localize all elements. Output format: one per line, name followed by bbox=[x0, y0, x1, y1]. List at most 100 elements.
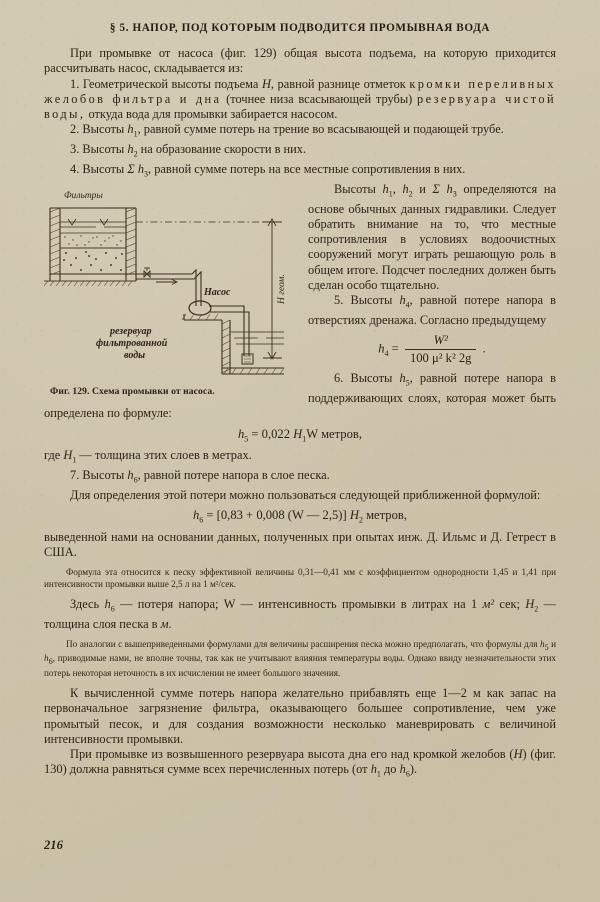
formula-h6-sub: 6 bbox=[199, 515, 204, 525]
item1-part-d: откуда вода для промывки забирается насо… bbox=[85, 107, 338, 122]
subscript-4: 4 bbox=[405, 300, 410, 310]
item3-part-b: на образование скорости в них. bbox=[137, 142, 307, 157]
variable-h4: h bbox=[399, 293, 406, 308]
subscript-5: 5 bbox=[405, 378, 410, 388]
figure-caption-text: Схема промывки от насоса. bbox=[89, 385, 215, 397]
flow-arrow-icon bbox=[156, 278, 179, 285]
formula-h4-trailing-period: . bbox=[482, 341, 486, 356]
small-variable-h6: h bbox=[44, 653, 49, 664]
figure-svg: Фильтры Насос резервуар фильтрованной во… bbox=[44, 191, 287, 375]
small-note-2-mid: и bbox=[548, 639, 556, 650]
foot-valve-strainer bbox=[241, 353, 254, 365]
paragraph-item-10: выведенной нами на основании данных, пол… bbox=[44, 530, 556, 561]
item2-part-b: , равной сумме потерь на трение во всасы… bbox=[137, 122, 504, 137]
item4-part-b: , равной сумме потерь на все местные соп… bbox=[148, 162, 466, 177]
subscript-range-start: 1 bbox=[376, 769, 381, 779]
formula-h6-lhs: h bbox=[192, 508, 200, 523]
figure-caption: Фиг. 129. Схема промывки от насоса. bbox=[44, 386, 294, 397]
item9-text: Для определения этой потери можно пользо… bbox=[70, 487, 541, 502]
ground-hatching-left bbox=[44, 280, 136, 286]
item11-part-b: — потеря напора; W — интенсивность промы… bbox=[114, 597, 483, 612]
small-note-1-text: Формула эта относится к песку эффективно… bbox=[44, 567, 556, 589]
reservoir-wall-hatching bbox=[221, 319, 285, 374]
variable-h1-range-start: h bbox=[370, 762, 377, 777]
variable-h2: h bbox=[127, 142, 134, 157]
subscript-h6: 6 bbox=[110, 604, 115, 614]
small-subscript-5: 5 bbox=[544, 642, 549, 652]
formula-h4-equals: = bbox=[391, 341, 399, 356]
item7-note-b: — толщина этих слоев в метрах. bbox=[76, 448, 252, 463]
paragraph-item-1: 1. Геометрической высоты подъема H, равн… bbox=[44, 77, 556, 123]
variable-H: H bbox=[261, 76, 271, 91]
valve-icon bbox=[143, 267, 151, 278]
item8-part-b: , равной потере напора в слое песка. bbox=[137, 468, 330, 483]
paragraph-item-7-note: где H1 — толщина этих слоев в метрах. bbox=[44, 448, 556, 468]
formula-h4-fraction: W² 100 μ² k² 2g bbox=[404, 333, 477, 366]
hatching-right-wall bbox=[125, 207, 137, 276]
variable-h5: h bbox=[399, 371, 406, 386]
item7-part-b: , равной потере напора в поддерживающих … bbox=[44, 371, 556, 421]
item13-part-b: ) (фиг. 130) должна равняться сумме всех… bbox=[44, 747, 556, 777]
subscript-h2: 2 bbox=[408, 189, 413, 199]
item5-part-b: определяются на основе обычных данных ги… bbox=[308, 181, 557, 293]
variable-h6-ref: h bbox=[104, 597, 111, 612]
formula-h5-mid: = 0,022 bbox=[248, 426, 294, 441]
label-reservoir-line-3: воды bbox=[124, 350, 145, 361]
figure-block: Фильтры Насос резервуар фильтрованной во… bbox=[44, 186, 294, 397]
formula-h6: h6 = [0,83 + 0,008 (W — 2,5)] H2 метров, bbox=[44, 508, 556, 525]
section-title: § 5. Напор, под которым подводится промы… bbox=[109, 22, 491, 34]
variable-h6: h bbox=[127, 468, 134, 483]
paragraph-item-3: 3. Высоты h2 на образование скорости в н… bbox=[44, 142, 556, 162]
formula-h4-numerator: W² bbox=[404, 333, 477, 351]
paragraph-item-8: 7. Высоты h6, равной потере напора в сло… bbox=[44, 468, 556, 488]
formula-h5-sub: 5 bbox=[244, 434, 249, 444]
item11-part-e: . bbox=[168, 616, 172, 631]
variable-h6-range-end: h bbox=[399, 762, 406, 777]
reservoir-water-lines bbox=[230, 331, 284, 345]
formula-h6-H-sub: 2 bbox=[358, 515, 363, 525]
item6-part-a: 5. Высоты bbox=[334, 293, 400, 308]
paragraph-item-6: 5. Высоты h4, равной потере напора в отв… bbox=[44, 293, 556, 328]
item1-spaced-phrase-2: резервуара чистой воды, bbox=[44, 91, 556, 122]
item2-part-a: 2. Высоты bbox=[70, 122, 128, 137]
item5-part-a: Высоты bbox=[334, 181, 383, 196]
unit-square-meters: м² bbox=[482, 597, 495, 612]
label-reservoir-line-1: резервуар bbox=[109, 326, 152, 337]
variable-H2: H bbox=[525, 597, 535, 612]
pipe-run bbox=[136, 268, 202, 306]
item1-spaced-phrase-1: кромки переливных желобов фильтра и дна bbox=[44, 76, 556, 106]
item10-text: выведенной нами на основании данных, пол… bbox=[44, 529, 556, 559]
formula-h5-H-sub: 1 bbox=[302, 434, 307, 444]
paragraph-item-9: Для определения этой потери можно пользо… bbox=[44, 488, 556, 503]
item5-sep-1: , bbox=[392, 181, 403, 196]
item7-note-a: где bbox=[44, 448, 64, 463]
water-level-lines bbox=[60, 221, 126, 228]
variable-sigma-h3-ref: Σ h bbox=[432, 181, 453, 196]
subscript-h1: 1 bbox=[388, 189, 393, 199]
small-subscript-6: 6 bbox=[48, 657, 53, 667]
hatching-left-wall bbox=[49, 207, 61, 276]
pump-body bbox=[188, 300, 212, 316]
variable-h1: h bbox=[127, 122, 134, 137]
paragraph-item-2: 2. Высоты h1, равной сумме потерь на тре… bbox=[44, 122, 556, 142]
item12-text: К вычисленной сумме потерь напора желате… bbox=[44, 685, 556, 746]
variable-sigma-h3: Σ h bbox=[127, 162, 145, 177]
formula-h6-mid: = [0,83 + 0,008 (W — 2,5)] bbox=[203, 508, 350, 523]
item11-part-a: Здесь bbox=[70, 597, 105, 612]
paragraph-small-note-1: Формула эта относится к песку эффективно… bbox=[44, 567, 556, 590]
subscript-6: 6 bbox=[133, 475, 138, 485]
page-content: § 5. Напор, под которым подводится промы… bbox=[44, 22, 556, 782]
page-number: 216 bbox=[44, 838, 63, 852]
item4-part-a: 4. Высоты bbox=[70, 162, 128, 177]
sand-stipple bbox=[64, 235, 122, 246]
item1-part-a: 1. Геометрической высоты подъема bbox=[70, 76, 262, 91]
small-variable-h5: h bbox=[540, 639, 545, 650]
intro-text: При промывке от насоса (фиг. 129) общая … bbox=[44, 46, 556, 76]
small-note-2-a: По аналогии с вышеприведенными формулами… bbox=[66, 639, 540, 650]
subscript-h3: 3 bbox=[452, 189, 457, 199]
ground-hatching-pump bbox=[181, 313, 219, 320]
figure-caption-number: Фиг. 129. bbox=[50, 385, 90, 397]
unit-meters: м bbox=[160, 616, 169, 631]
formula-h6-tail: метров, bbox=[362, 508, 407, 523]
